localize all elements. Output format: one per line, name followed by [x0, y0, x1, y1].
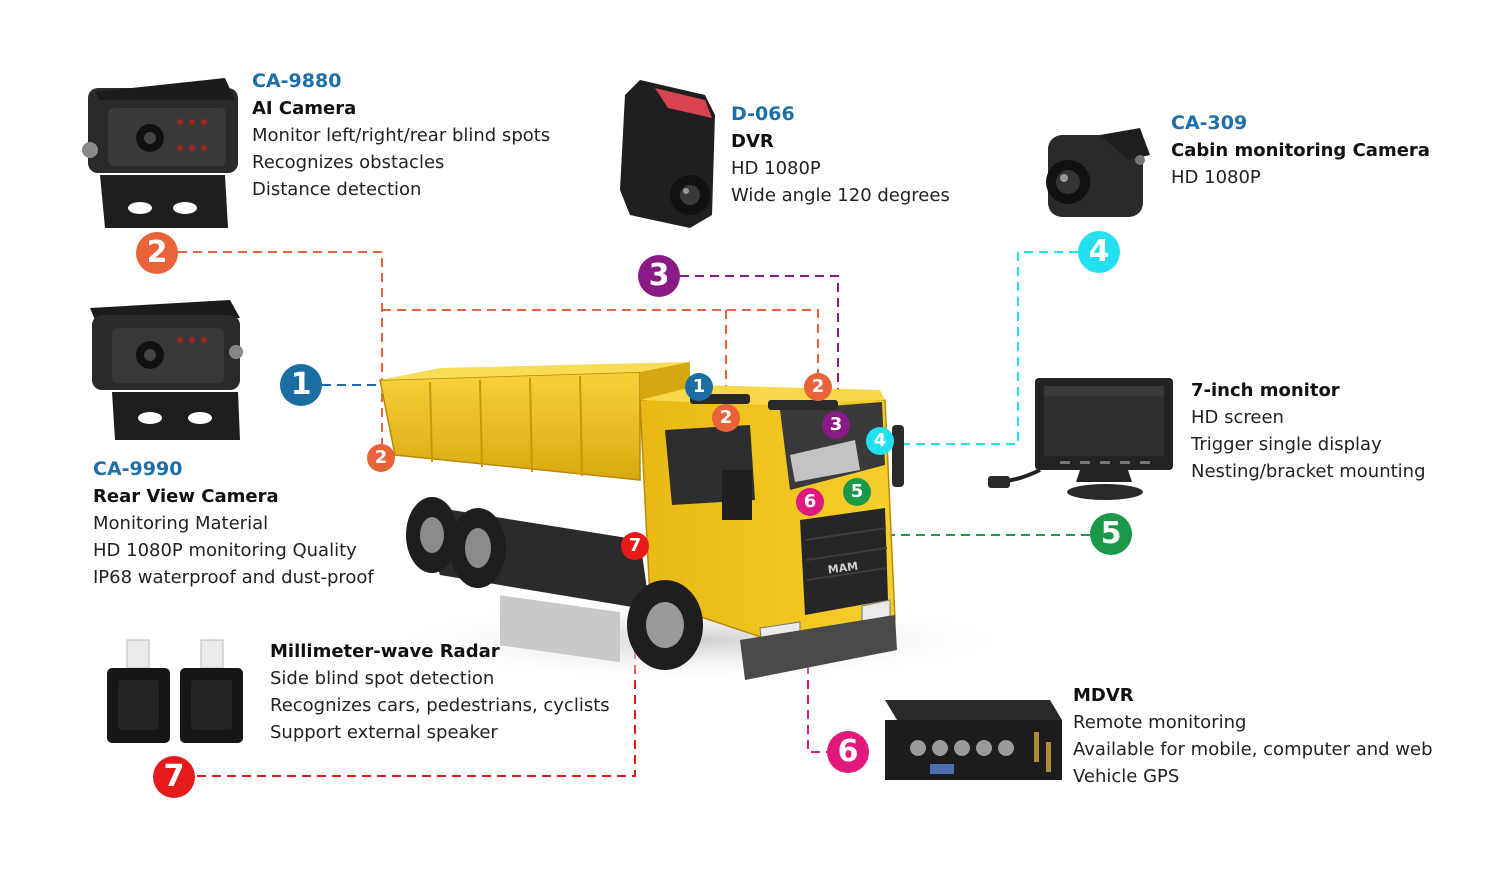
badge-2-small: 2 [712, 404, 740, 432]
badge-2-large: 2 [136, 232, 178, 274]
monitor-feature: Trigger single display [1191, 434, 1382, 455]
ai-camera-image [82, 78, 238, 228]
badge-7-small: 7 [621, 532, 649, 560]
cabin-camera-model: CA-309 [1171, 112, 1248, 134]
cabin-camera-image [1046, 128, 1150, 217]
monitor-info: 7-inch monitor HD screen Trigger single … [1191, 377, 1426, 485]
dvr-info: D-066 DVR HD 1080P Wide angle 120 degree… [731, 101, 950, 209]
ai-camera-name: AI Camera [252, 98, 357, 119]
radar-feature: Recognizes cars, pedestrians, cyclists [270, 695, 610, 716]
badge-5-large: 5 [1090, 513, 1132, 555]
badge-2-small: 2 [367, 444, 395, 472]
ai-camera-feature: Monitor left/right/rear blind spots [252, 125, 551, 146]
badge-3-small: 3 [822, 411, 850, 439]
ai-camera-feature: Distance detection [252, 179, 422, 200]
badge-2-small: 2 [804, 373, 832, 401]
dvr-model: D-066 [731, 103, 795, 125]
radar-feature: Support external speaker [270, 722, 498, 743]
line-3 [680, 275, 839, 425]
mdvr-info: MDVR Remote monitoring Available for mob… [1073, 682, 1433, 790]
radar-info: Millimeter-wave Radar Side blind spot de… [270, 638, 610, 746]
radar-feature: Side blind spot detection [270, 668, 495, 689]
monitor-feature: HD screen [1191, 407, 1284, 428]
badge-1-small: 1 [685, 373, 713, 401]
badge-5-small: 5 [843, 478, 871, 506]
grille-brand: MAM [827, 560, 859, 577]
mdvr-name: MDVR [1073, 685, 1134, 706]
ai-camera-feature: Recognizes obstacles [252, 152, 445, 173]
cabin-camera-info: CA-309 Cabin monitoring Camera HD 1080P [1171, 110, 1430, 191]
mdvr-image [885, 700, 1062, 780]
rear-camera-name: Rear View Camera [93, 486, 279, 507]
cabin-camera-name: Cabin monitoring Camera [1171, 140, 1430, 161]
rear-camera-feature: HD 1080P monitoring Quality [93, 540, 357, 561]
ai-camera-model: CA-9880 [252, 70, 342, 92]
badge-4-large: 4 [1078, 231, 1120, 273]
rear-camera-model: CA-9990 [93, 458, 183, 480]
radar-image [107, 639, 243, 743]
dvr-feature: Wide angle 120 degrees [731, 185, 950, 206]
badge-6-large: 6 [827, 731, 869, 773]
wheels [406, 497, 703, 670]
mdvr-feature: Available for mobile, computer and web [1073, 739, 1433, 760]
radar-name: Millimeter-wave Radar [270, 641, 500, 662]
rear-camera-feature: Monitoring Material [93, 513, 269, 534]
badge-6-small: 6 [796, 488, 824, 516]
dvr-image [620, 80, 715, 228]
badge-3-large: 3 [638, 255, 680, 297]
badge-1-large: 1 [280, 364, 322, 406]
cabin-camera-feature: HD 1080P [1171, 167, 1261, 188]
rear-camera-feature: IP68 waterproof and dust-proof [93, 567, 374, 588]
dvr-feature: HD 1080P [731, 158, 821, 179]
mdvr-feature: Remote monitoring [1073, 712, 1247, 733]
ai-camera-info: CA-9880 AI Camera Monitor left/right/rea… [252, 68, 550, 203]
monitor-feature: Nesting/bracket mounting [1191, 461, 1426, 482]
badge-4-small: 4 [866, 427, 894, 455]
monitor-image [988, 378, 1173, 500]
line-4 [893, 251, 1078, 445]
monitor-name: 7-inch monitor [1191, 380, 1340, 401]
rear-camera-image [90, 300, 243, 440]
rear-camera-info: CA-9990 Rear View Camera Monitoring Mate… [93, 456, 374, 591]
badge-7-large: 7 [153, 756, 195, 798]
dvr-name: DVR [731, 131, 774, 152]
mdvr-feature: Vehicle GPS [1073, 766, 1180, 787]
line-7 [194, 560, 636, 777]
